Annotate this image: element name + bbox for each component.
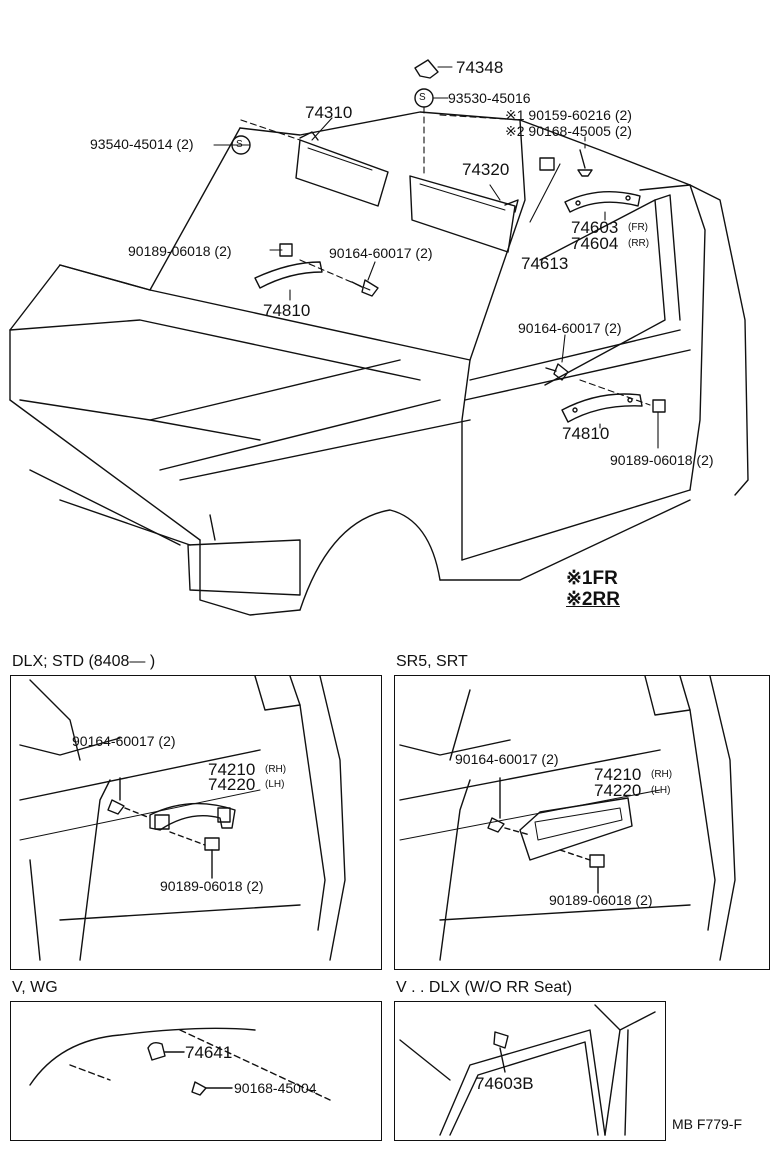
dlx-part-label-74220-lh: (LH) (265, 779, 285, 790)
s-mark-93540: S (236, 139, 243, 150)
screw-90164-door (545, 363, 569, 381)
sr5-part-label-74220-lh: (LH) (651, 785, 671, 796)
panel-title-dlx-std: DLX; STD (8408— ) (12, 653, 156, 670)
clip-74348-icon (414, 59, 439, 79)
part-label-93530-45016: 93530-45016 (448, 90, 531, 106)
assist-grip-74810-upper (254, 261, 323, 289)
panel-title-v-wg: V, WG (12, 979, 58, 996)
part-label-74603-fr: (FR) (628, 222, 648, 233)
part-label-93540-45014: 93540-45014 (2) (90, 136, 194, 152)
part-label-74810-upper: 74810 (263, 301, 311, 320)
part-label-74810-door: 74810 (562, 424, 610, 443)
dlx-part-label-90189-06018: 90189-06018 (2) (160, 878, 264, 894)
part-label-90189-06018-door: 90189-06018 (2) (610, 452, 714, 468)
dlx-panel-drawing (19, 675, 346, 961)
dlx-part-label-74210: 74210 (208, 760, 256, 779)
legend-2-rr: ※2RR (566, 589, 620, 610)
legend-1-fr: ※1FR (566, 568, 618, 589)
sr5-part-label-74210: 74210 (594, 765, 642, 784)
part-label-74604: 74604 (571, 234, 619, 253)
note-1-90159: ※1 90159-60216 (2) (505, 107, 632, 123)
truck-cab-outline (9, 111, 749, 616)
panel-title-v-dlx: V . . DLX (W/O RR Seat) (396, 979, 573, 996)
vdlx-panel-drawing (399, 1004, 656, 1136)
sun-visor-74320 (409, 175, 519, 253)
part-label-74348: 74348 (456, 58, 504, 77)
panel-v-wg (10, 1001, 382, 1141)
visor-holder-74613 (539, 157, 555, 171)
leader-lines-main (213, 66, 659, 449)
panel-sr5-srt (394, 675, 770, 970)
sr5-part-label-74210-rh: (RH) (651, 769, 673, 780)
sun-visor-74310 (295, 131, 389, 207)
vwg-part-label-74641: 74641 (185, 1043, 233, 1062)
figure-code: MB F779-F (672, 1116, 743, 1132)
panel-v-dlx (394, 1001, 666, 1141)
screw-90159-icon (577, 149, 593, 177)
dlx-part-label-74210-rh: (RH) (265, 764, 287, 775)
vwg-panel-drawing (29, 1027, 331, 1101)
panel-title-sr5-srt: SR5, SRT (396, 653, 468, 670)
sr5-part-label-90164-60017: 90164-60017 (2) (455, 751, 559, 767)
vwg-part-label-90168-45004: 90168-45004 (234, 1080, 317, 1096)
panel-dlx-std (10, 675, 382, 970)
sr5-part-label-90189-06018: 90189-06018 (2) (549, 892, 653, 908)
part-label-74320: 74320 (462, 160, 510, 179)
part-label-74604-rr: (RR) (628, 238, 650, 249)
sr5-part-label-74220: 74220 (594, 781, 642, 800)
part-label-74310: 74310 (305, 103, 353, 122)
part-label-90164-60017-upper: 90164-60017 (2) (329, 245, 433, 261)
vdlx-part-label-74603b: 74603B (475, 1074, 534, 1093)
dlx-part-label-74220: 74220 (208, 775, 256, 794)
note-2-90168: ※2 90168-45005 (2) (505, 123, 632, 139)
part-label-74613: 74613 (521, 254, 569, 273)
part-label-90164-60017-door: 90164-60017 (2) (518, 320, 622, 336)
sr5-panel-drawing (399, 675, 736, 961)
part-label-74603: 74603 (571, 218, 619, 237)
part-label-90189-06018-upper: 90189-06018 (2) (128, 243, 232, 259)
clip-90189-door (652, 399, 666, 413)
dlx-part-label-90164-60017: 90164-60017 (2) (72, 733, 176, 749)
s-mark-93530: S (419, 92, 426, 103)
assist-grip-74603 (564, 191, 641, 213)
